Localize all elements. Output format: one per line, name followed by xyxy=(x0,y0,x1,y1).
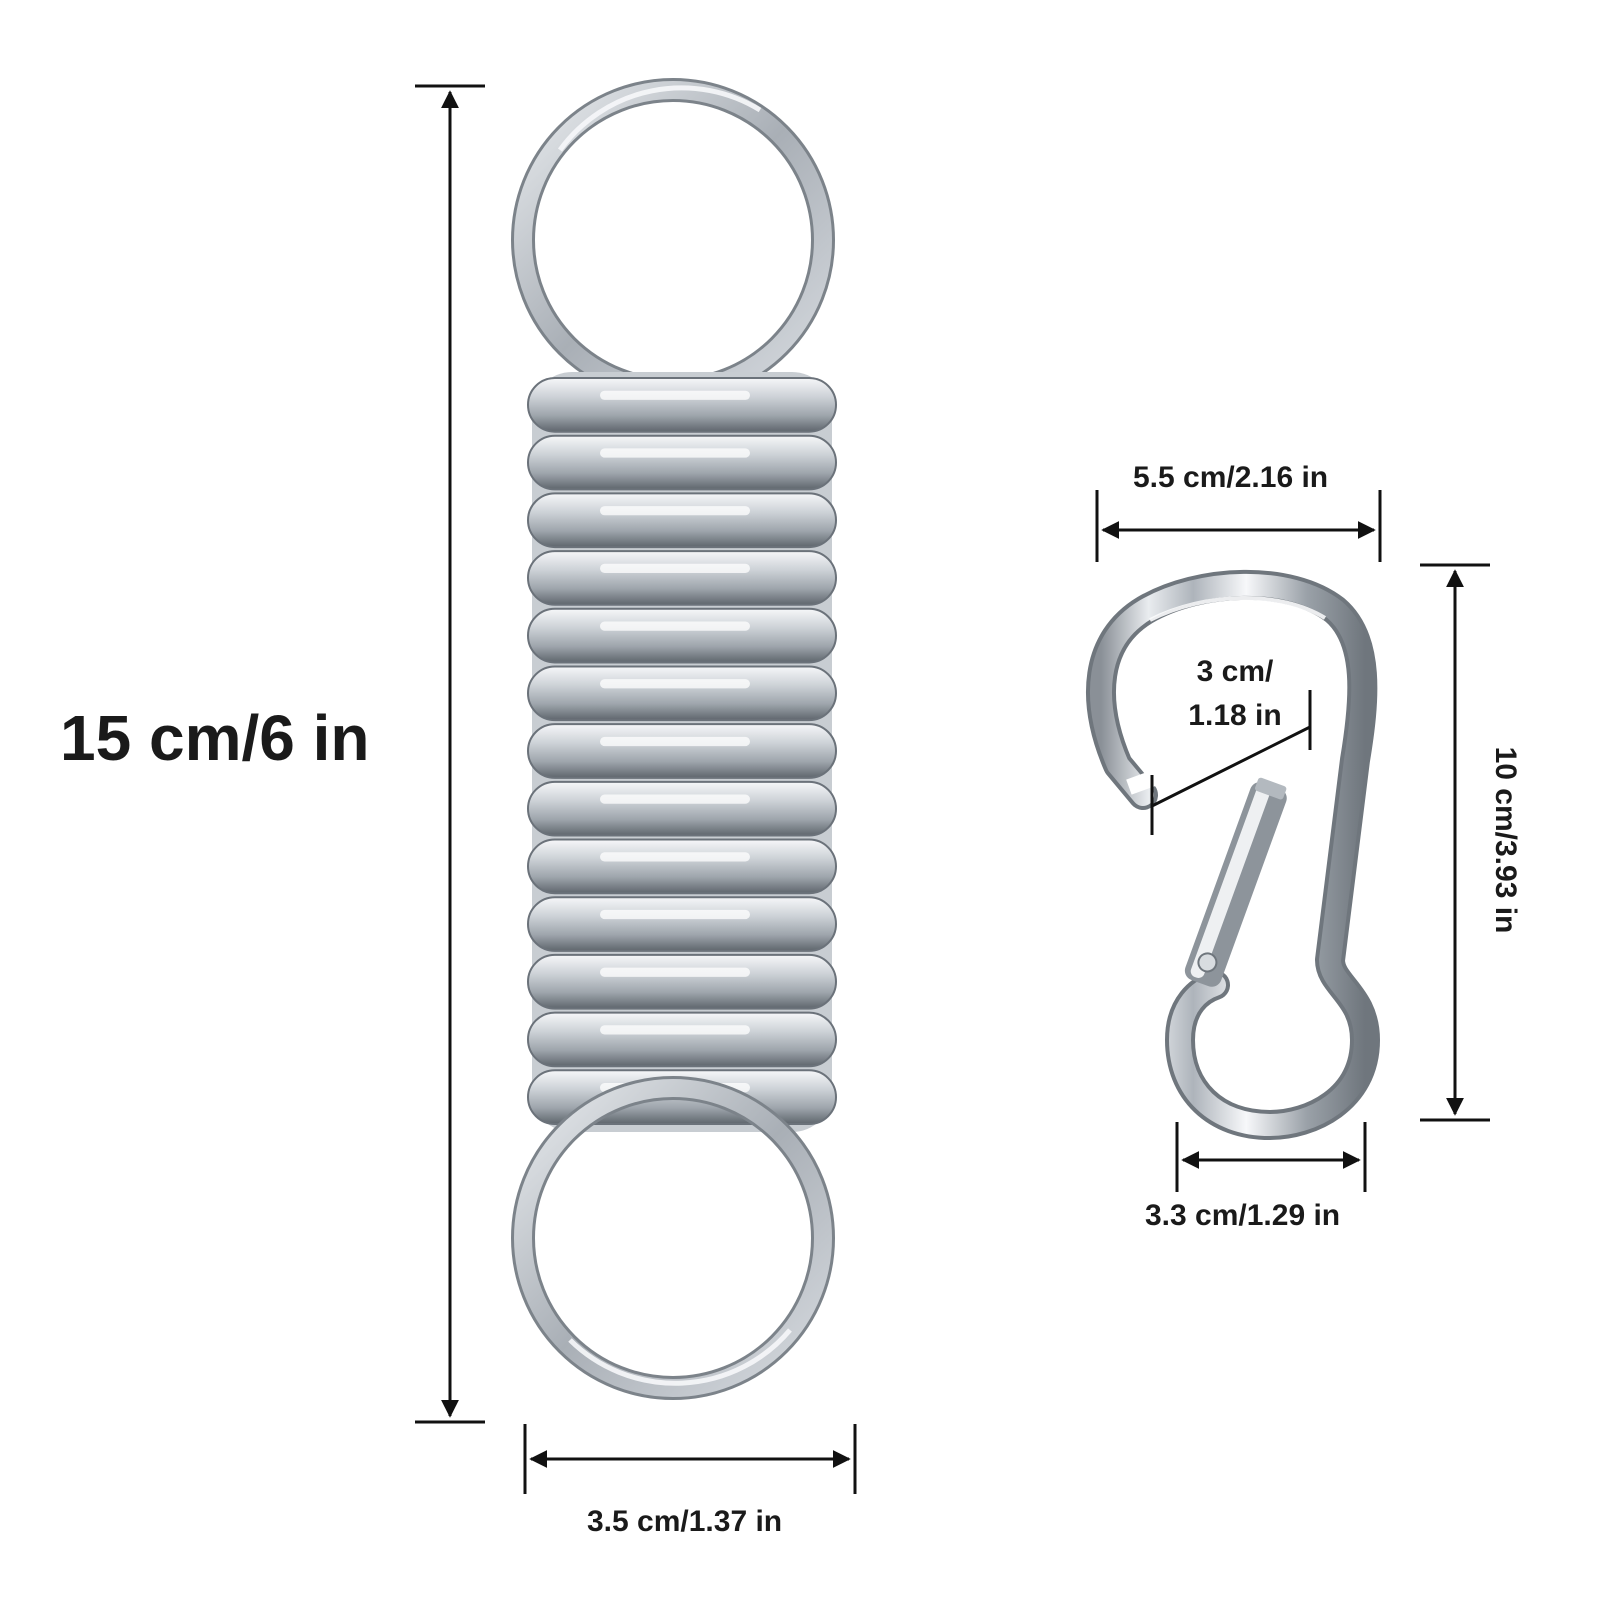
spring-coil xyxy=(527,665,837,722)
snap-hook-gate xyxy=(1184,777,1287,987)
spring-coil-highlight xyxy=(600,563,750,573)
hook-opening-dimension xyxy=(1150,690,1312,835)
extension-spring xyxy=(511,78,837,1400)
hook-length-dimension xyxy=(1420,563,1490,1122)
spring-coil-highlight xyxy=(600,679,750,689)
spring-top-ring xyxy=(511,78,835,402)
hook-bottom-width-label: 3.3 cm/1.29 in xyxy=(1145,1199,1341,1232)
spring-coil-highlight xyxy=(600,621,750,631)
spring-width-dimension xyxy=(523,1424,857,1494)
spring-coil xyxy=(527,953,837,1010)
dimension-line xyxy=(1151,725,1311,808)
hook-opening-label: 3 cm/ 1.18 in xyxy=(1160,650,1310,738)
spring-coil-highlight xyxy=(600,967,750,977)
spring-coil-highlight xyxy=(600,506,750,516)
spring-coil-highlight xyxy=(600,736,750,747)
hook-top-width-label: 5.5 cm/2.16 in xyxy=(1133,461,1329,494)
spring-coil xyxy=(527,896,837,952)
spring-coil xyxy=(527,607,837,664)
spring-coil xyxy=(527,723,837,779)
spring-coil-highlight xyxy=(600,852,750,862)
spring-coils xyxy=(527,377,837,1126)
spring-length-dimension xyxy=(415,84,485,1424)
spring-coil xyxy=(527,1011,837,1068)
spring-coil xyxy=(527,838,837,895)
spring-bottom-ring xyxy=(511,1076,835,1400)
snap-hook xyxy=(1086,569,1380,1140)
hook-opening-label-line2: 1.18 in xyxy=(1188,699,1282,732)
spring-coil-highlight xyxy=(600,794,750,804)
spring-length-label: 15 cm/6 in xyxy=(60,702,370,774)
spring-coil xyxy=(527,434,837,491)
spring-coil-highlight xyxy=(600,1025,750,1035)
spring-coil xyxy=(527,550,837,606)
spring-width-label: 3.5 cm/1.37 in xyxy=(587,1505,783,1538)
hook-opening-label-line1: 3 cm/ xyxy=(1196,655,1274,688)
spring-coil-highlight xyxy=(600,390,750,400)
spring-coil xyxy=(527,377,837,433)
hook-top-width-dimension xyxy=(1095,490,1382,562)
hook-length-label: 10 cm/3.93 in xyxy=(1489,746,1522,934)
spring-coil xyxy=(527,780,837,837)
spring-coil-highlight xyxy=(600,448,750,458)
hook-bottom-width-dimension xyxy=(1175,1122,1367,1192)
spring-coil xyxy=(527,492,837,549)
spring-coil-highlight xyxy=(600,909,750,920)
